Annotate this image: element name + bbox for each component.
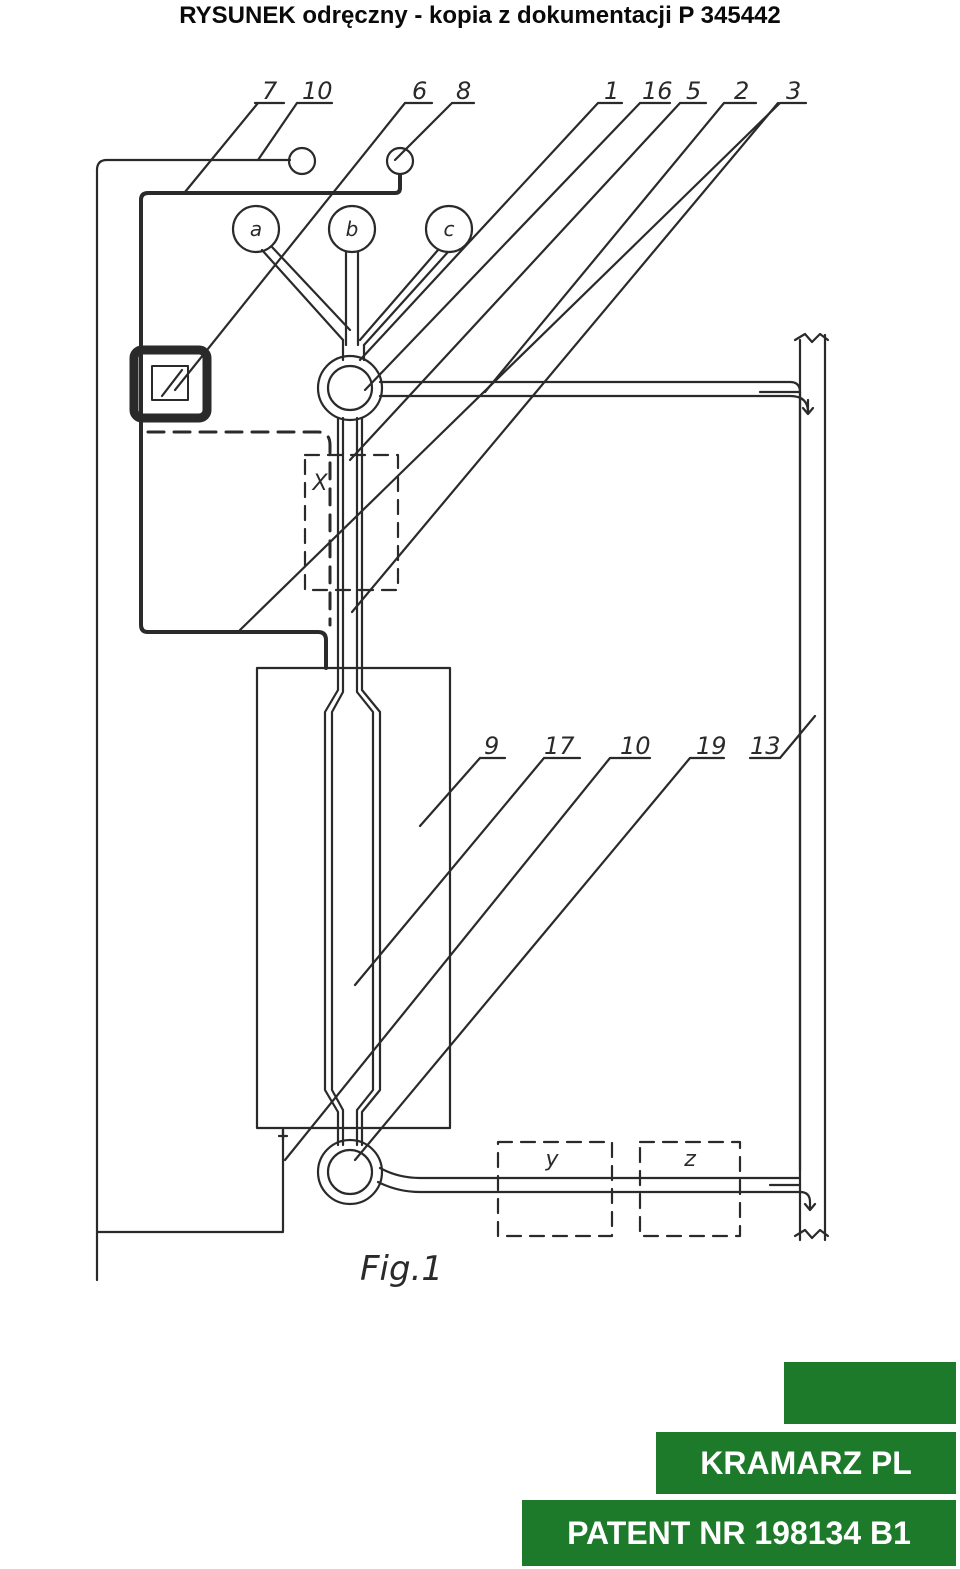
label-a: a (250, 217, 262, 241)
lower-outlet-pipe (378, 1166, 802, 1180)
callout-8: 8 (456, 77, 471, 105)
chamber-9 (255, 666, 452, 1130)
label-z: z (683, 1147, 696, 1172)
dashed-signal-line (146, 430, 332, 627)
callout-16: 16 (642, 77, 673, 105)
sensor-wire (95, 1128, 285, 1234)
label-x: X (311, 471, 328, 496)
gauge-8 (385, 146, 415, 176)
lower-valve-outer (316, 1138, 384, 1206)
gauge-10 (287, 146, 317, 176)
reactor-tube-outer (323, 678, 382, 1147)
bottle-b (327, 204, 377, 254)
callout-1: 1 (604, 77, 619, 105)
callout-6: 6 (412, 77, 427, 105)
bottle-a (231, 204, 281, 254)
patent-banner: PATENT NR 198134 B1 (522, 1500, 956, 1566)
company-banner: KRAMARZ PL (656, 1432, 956, 1494)
thick-wire (139, 173, 402, 670)
label-y: y (544, 1147, 559, 1172)
page-title: RYSUNEK odręczny - kopia z dokumentacji … (179, 2, 781, 29)
controller-box (129, 345, 212, 423)
callout-9: 9 (484, 732, 499, 760)
callout-3: 3 (786, 77, 801, 105)
green-block (784, 1362, 956, 1424)
label-c: c (444, 217, 455, 241)
callout-7: 7 (262, 77, 278, 105)
callout-5: 5 (686, 77, 701, 105)
upper-valve-outer (316, 354, 384, 422)
callout-2: 2 (734, 77, 749, 105)
controller-window (151, 365, 189, 401)
callout-13: 13 (750, 732, 781, 760)
figure-caption: Fig.1 (360, 1249, 443, 1289)
callout-10-bottom: 10 (620, 732, 651, 760)
callout-17: 17 (544, 732, 575, 760)
frame-outer (95, 158, 292, 1282)
dashed-box-y (496, 1140, 614, 1238)
callout-10-top: 10 (302, 77, 333, 105)
callout-19: 19 (696, 732, 727, 760)
label-b: b (346, 217, 359, 241)
lower-valve-inner (326, 1148, 374, 1196)
upper-outlet-pipe (378, 380, 802, 1172)
reactor-tube-inner (330, 678, 375, 1147)
dashed-box-z (638, 1140, 742, 1238)
upper-valve-inner (326, 364, 374, 412)
